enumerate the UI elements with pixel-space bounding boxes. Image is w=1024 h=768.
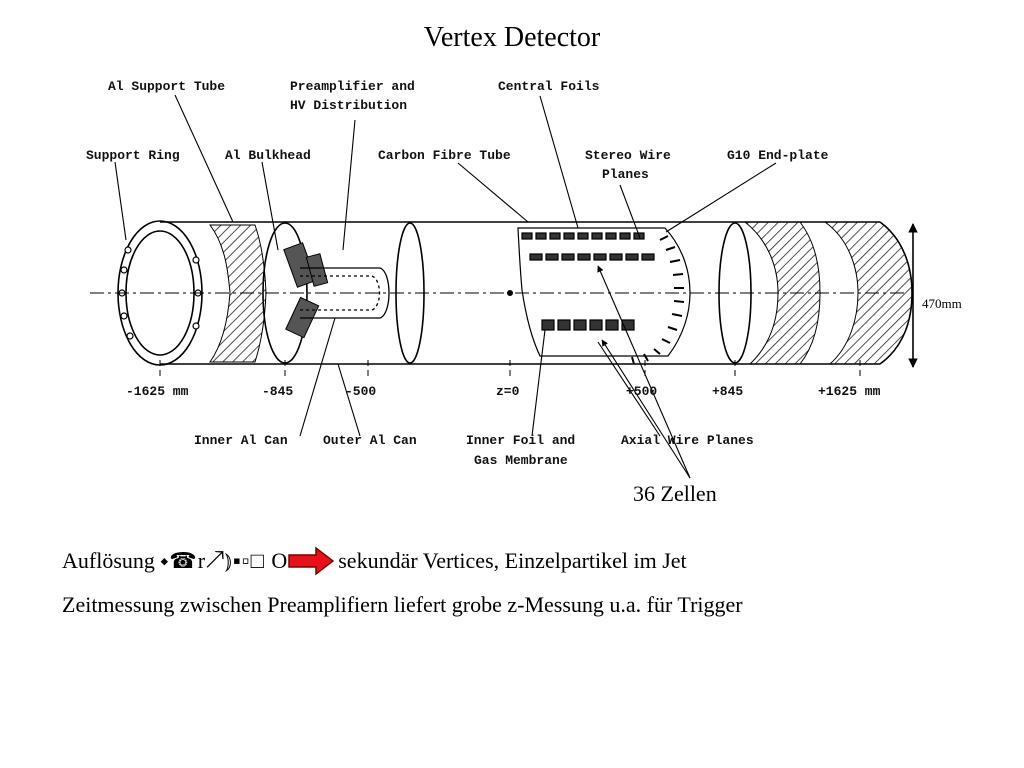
resolution-suffix: sekundär Vertices, Einzelpartikel im Jet [338, 548, 687, 574]
label-g10-endplate: G10 End-plate [727, 148, 829, 163]
vertex-detector-diagram: 470mm Al Support Tube Preamplifier and H… [86, 79, 962, 506]
dimension-label: 470mm [922, 296, 962, 311]
label-stereo-line1: Stereo Wire [585, 148, 671, 163]
interaction-point [507, 290, 513, 296]
label-support-ring: Support Ring [86, 148, 180, 163]
red-arrow-icon [288, 546, 335, 576]
label-stereo-line2: Planes [602, 167, 649, 182]
label-axial-wire-planes: Axial Wire Planes [621, 433, 754, 448]
tick-minus-1625: -1625 mm [126, 384, 189, 399]
tick-plus-845: +845 [712, 384, 743, 399]
slide-title: Vertex Detector [423, 22, 601, 53]
resolution-prefix: Auflösung [62, 548, 161, 574]
tick-plus-500: +500 [626, 384, 657, 399]
label-inner-al-can: Inner Al Can [194, 433, 288, 448]
text-line-resolution: Auflösung ⬩☎r↗⦆▪▫□ Ο sekundär Vertices, … [62, 546, 687, 578]
label-al-bulkhead: Al Bulkhead [225, 148, 311, 163]
tick-z0: z=0 [496, 384, 520, 399]
label-al-support-tube: Al Support Tube [108, 79, 225, 94]
label-preamp-line2: HV Distribution [290, 98, 407, 113]
label-36-zellen: 36 Zellen [633, 481, 717, 506]
label-outer-al-can: Outer Al Can [323, 433, 417, 448]
tick-minus-500: -500 [345, 384, 376, 399]
text-line-timing: Zeitmessung zwischen Preamplifiern liefe… [62, 592, 743, 617]
label-carbon-fibre-tube: Carbon Fibre Tube [378, 148, 511, 163]
preamp-boards [283, 242, 329, 339]
leader-lines [114, 94, 777, 479]
resolution-symbols: ⬩☎r↗⦆▪▫□ Ο [160, 548, 289, 574]
wire-planes [517, 227, 691, 365]
label-inner-foil-line2: Gas Membrane [474, 453, 568, 468]
label-central-foils: Central Foils [498, 79, 600, 94]
inner-cylinder [300, 267, 390, 319]
label-inner-foil-line1: Inner Foil and [466, 433, 575, 448]
label-preamp-line1: Preamplifier and [290, 79, 415, 94]
tick-minus-845: -845 [262, 384, 293, 399]
tick-plus-1625: +1625 mm [818, 384, 881, 399]
